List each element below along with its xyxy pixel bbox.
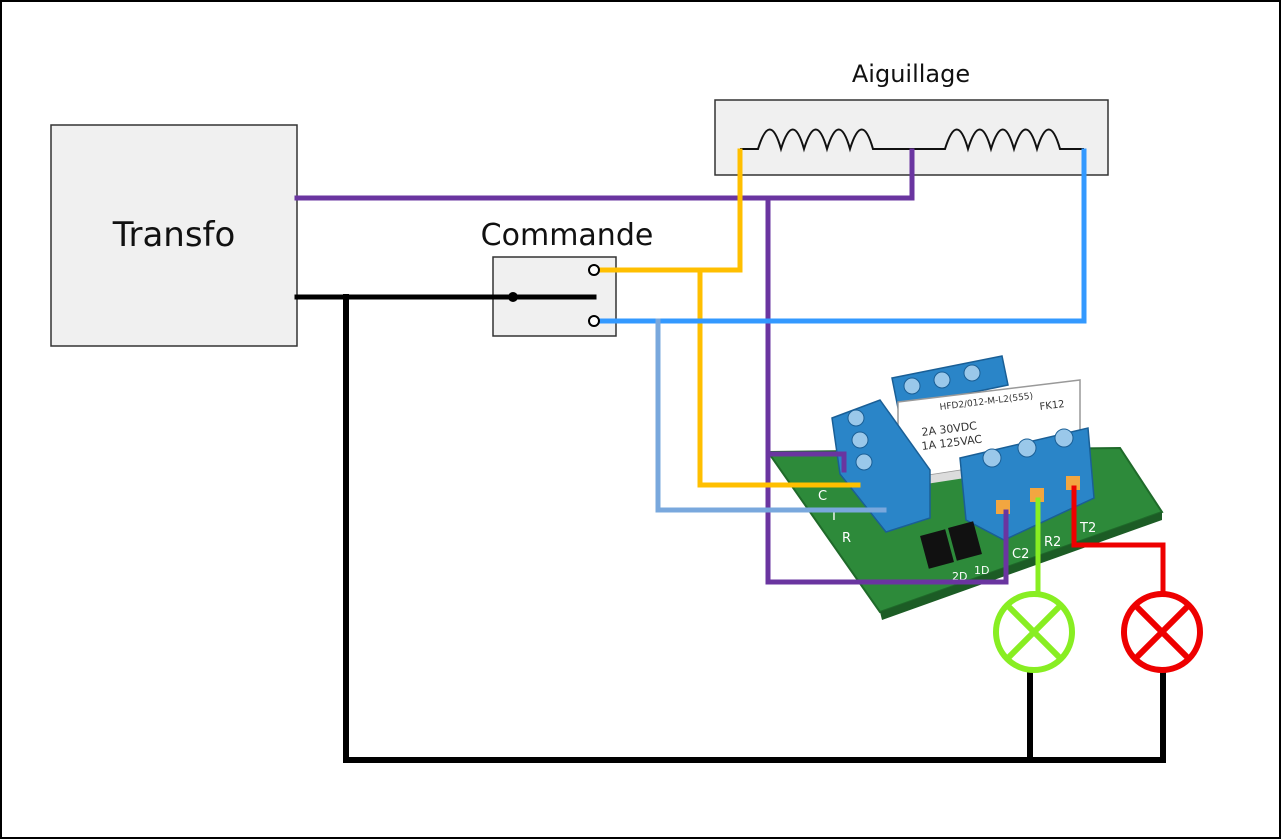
- diode-2: [948, 521, 982, 561]
- coil-icon: [740, 128, 1084, 153]
- wire-purple-c: [765, 451, 847, 473]
- pin-r2: R2: [1044, 535, 1061, 550]
- transfo-box: [50, 124, 298, 347]
- pcb-edge: [880, 512, 1162, 620]
- pin-t: T: [829, 509, 838, 524]
- pin-d1: 1D: [974, 564, 989, 577]
- switch-icon: [508, 264, 600, 327]
- pin-r: R: [842, 531, 851, 546]
- relay-code: FK12: [1039, 399, 1065, 413]
- wire-yellow-relay: [697, 267, 861, 488]
- wire-red: [1071, 485, 1166, 595]
- pin-c: C: [818, 489, 827, 504]
- wire-lightblue-relay: [655, 318, 887, 513]
- wire-black-return: [343, 294, 1166, 763]
- transfo-label: Transfo: [112, 215, 236, 255]
- wire-purple-coil: [294, 148, 915, 201]
- pin-t2: T2: [1079, 521, 1096, 536]
- relay-board: C T R C2 R2 T2 2D 1D HFD2/012-M-L2(555) …: [766, 355, 1164, 620]
- commande-label: Commande: [481, 218, 654, 253]
- wire-purple-relay: [765, 195, 1009, 585]
- pin-c2: C2: [1012, 547, 1029, 562]
- wire-blue-coil: [591, 148, 1087, 324]
- aiguillage-label: Aiguillage: [852, 60, 970, 88]
- lamp-green-icon: [993, 591, 1075, 673]
- diode-1: [920, 529, 954, 569]
- lamp-red-icon: [1121, 591, 1203, 673]
- wire-yellow-coil: [591, 148, 743, 273]
